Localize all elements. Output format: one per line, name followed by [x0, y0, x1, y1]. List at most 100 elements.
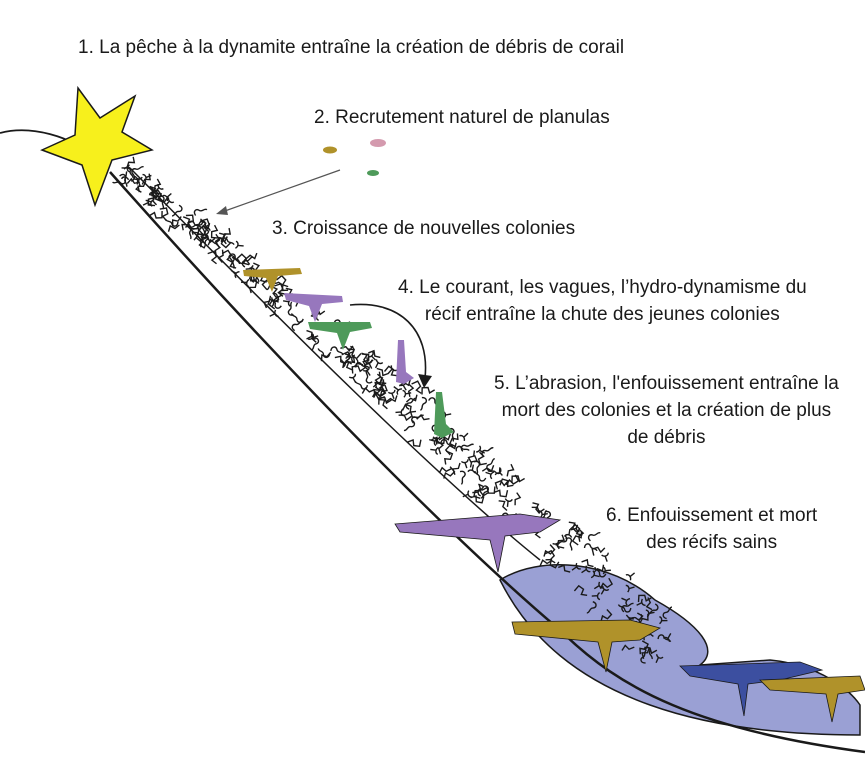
- debris-fragment: [545, 558, 560, 569]
- debris-fragment: [493, 489, 509, 498]
- debris-fragment: [459, 432, 469, 442]
- debris-fragment: [131, 165, 144, 176]
- debris-fragment: [317, 348, 331, 359]
- debris-fragment: [506, 463, 515, 477]
- debris-fragment: [395, 408, 405, 417]
- planula-icon: [370, 139, 386, 147]
- debris-fragment: [485, 471, 495, 480]
- debris-fragment: [621, 602, 634, 613]
- debris-fragment: [201, 230, 210, 240]
- debris-fragment: [591, 546, 606, 556]
- debris-fragment: [467, 450, 476, 464]
- debris-fragment: [600, 585, 610, 595]
- debris-fragment: [407, 383, 415, 397]
- debris-fragment: [636, 598, 646, 606]
- step-2-line-1: 2. Recrutement naturel de planulas: [314, 107, 610, 128]
- debris-fragment: [569, 523, 583, 536]
- debris-fragment: [662, 633, 672, 642]
- debris-fragment: [403, 419, 416, 432]
- debris-fragment: [218, 236, 232, 249]
- debris-fragment: [571, 562, 582, 571]
- step-3-label: 3. Croissance de nouvelles colonies: [272, 215, 575, 242]
- debris-fragment: [459, 470, 466, 485]
- step-6-label: 6. Enfouissement et mort des récifs sain…: [606, 502, 817, 556]
- step-6-line-1: 6. Enfouissement et mort: [606, 505, 818, 526]
- debris-fragment: [378, 396, 392, 405]
- debris-fragment: [571, 531, 583, 546]
- coral-colony-icon: [308, 322, 372, 350]
- debris-fragment: [586, 601, 597, 614]
- debris-fragment: [573, 584, 588, 596]
- debris-fragment: [581, 558, 594, 568]
- debris-fragment: [142, 173, 152, 182]
- debris-fragment: [137, 180, 147, 193]
- debris-fragment: [645, 597, 653, 611]
- debris-fragment: [198, 235, 206, 249]
- debris-fragment: [202, 236, 216, 244]
- debris-fragment: [467, 464, 476, 474]
- debris-fragment: [149, 210, 163, 219]
- debris-fragment: [470, 495, 485, 504]
- debris-fragment: [164, 218, 179, 227]
- debris-fragment: [599, 577, 614, 589]
- debris-fragment: [199, 219, 207, 233]
- debris-fragment: [411, 380, 422, 394]
- debris-fragment: [320, 351, 332, 362]
- coral-colony-icon: [243, 268, 302, 292]
- debris-fragment: [348, 373, 357, 383]
- debris-fragment: [438, 466, 452, 474]
- coral-colony-icon: [396, 340, 414, 384]
- debris-fragment: [244, 252, 258, 265]
- debris-fragment: [477, 451, 487, 466]
- coral-colony-icon: [394, 513, 562, 573]
- debris-fragment: [385, 395, 398, 403]
- debris-fragment: [600, 609, 613, 622]
- debris-fragment: [639, 640, 649, 655]
- debris-fragment: [505, 474, 520, 486]
- debris-fragment: [167, 224, 180, 232]
- debris-fragment: [440, 438, 454, 448]
- step-4-label: 4. Le courant, les vagues, l’hydro-dynam…: [398, 274, 807, 328]
- debris-fragment: [276, 274, 289, 288]
- debris-fragment: [210, 224, 219, 239]
- debris-fragment: [376, 367, 389, 377]
- debris-fragment: [565, 537, 573, 551]
- debris-fragment: [487, 467, 502, 475]
- debris-fragment: [142, 198, 153, 206]
- debris-fragment: [393, 386, 403, 395]
- debris-fragment: [405, 397, 416, 410]
- debris-fragment: [248, 278, 258, 294]
- debris-fragment: [474, 470, 487, 482]
- debris-fragment: [154, 183, 164, 193]
- debris-fragment: [462, 490, 472, 498]
- debris-fragment: [404, 410, 418, 419]
- debris-fragment: [644, 646, 658, 655]
- debris-fragment: [460, 459, 469, 469]
- debris-fragment: [219, 232, 227, 245]
- step-6-line-2: des récifs sains: [646, 532, 778, 553]
- step-2-label: 2. Recrutement naturel de planulas: [314, 104, 610, 131]
- debris-fragment: [345, 345, 355, 359]
- coral-colony-icon: [679, 661, 824, 717]
- arrow-head-icon: [216, 206, 228, 215]
- debris-fragment: [532, 502, 541, 514]
- debris-fragment: [374, 359, 384, 369]
- debris-fragment: [438, 433, 451, 441]
- debris-fragment: [354, 358, 364, 367]
- debris-fragment: [351, 365, 366, 374]
- arrow-head-icon: [418, 374, 432, 388]
- debris-fragment: [531, 506, 545, 514]
- debris-fragment: [271, 292, 278, 307]
- debris-fragment: [621, 597, 631, 606]
- debris-fragment: [207, 250, 218, 265]
- step-5-line-1: 5. L’abrasion, l'enfouissement entraîne …: [494, 373, 839, 394]
- debris-fragment: [419, 396, 428, 411]
- debris-fragment: [378, 379, 385, 393]
- step-4-line-2: récif entraîne la chute des jeunes colon…: [424, 304, 780, 325]
- debris-fragment: [291, 313, 304, 323]
- debris-fragment: [311, 337, 320, 351]
- debris-fragment: [187, 220, 202, 228]
- debris-fragment: [555, 535, 568, 546]
- debris-fragment: [274, 282, 284, 297]
